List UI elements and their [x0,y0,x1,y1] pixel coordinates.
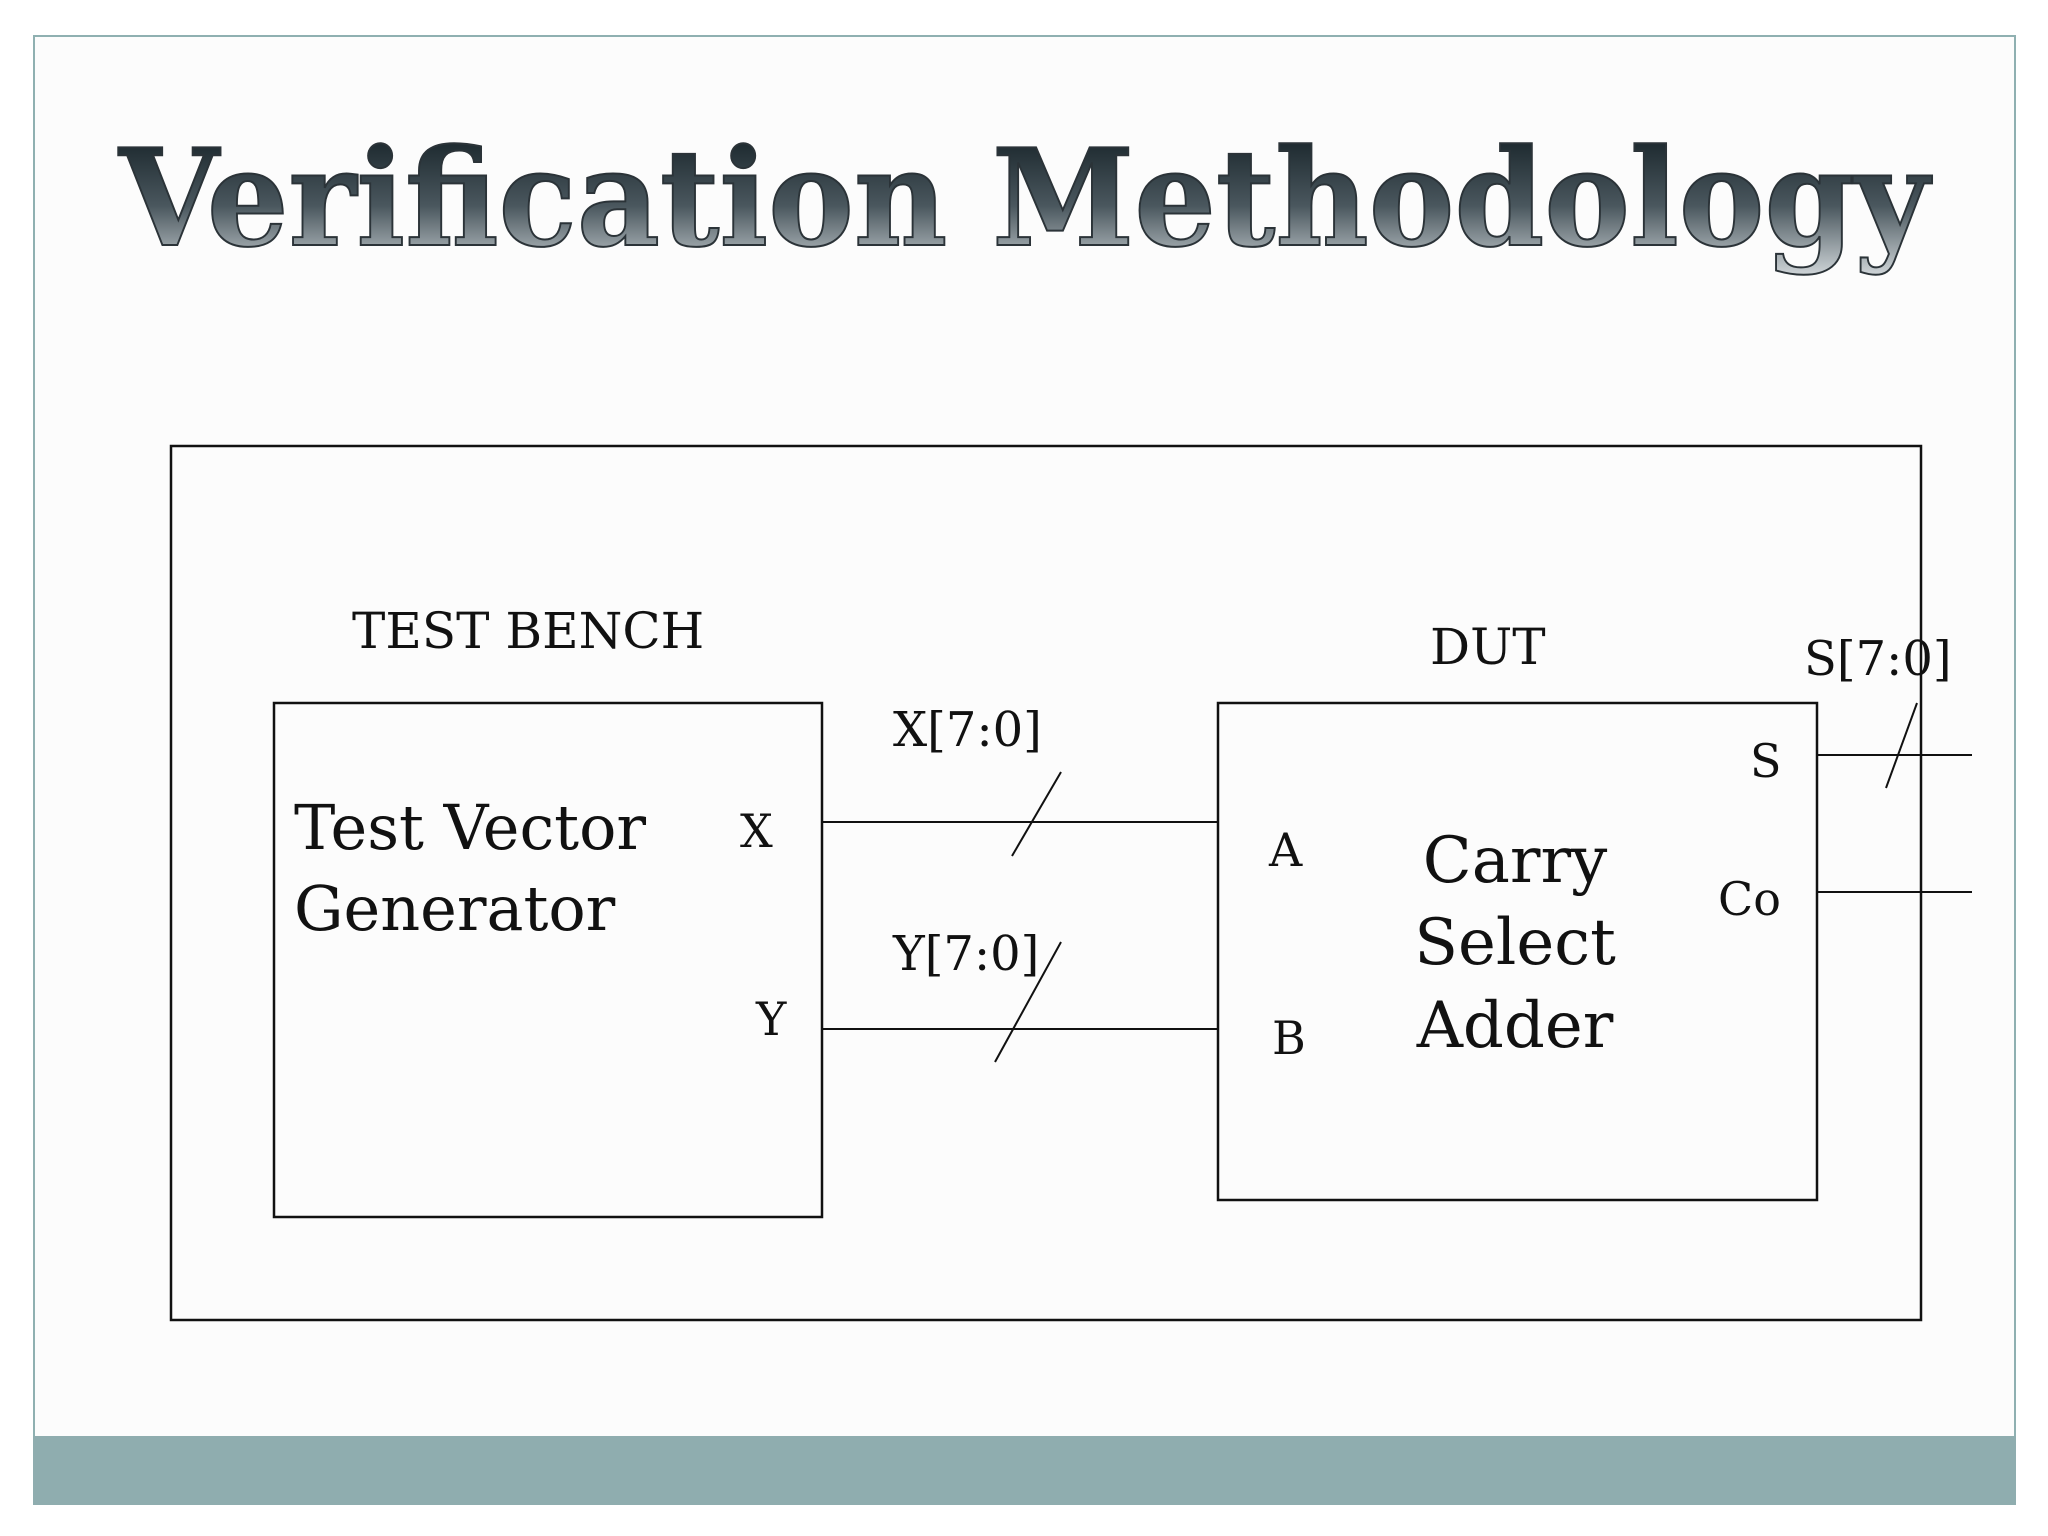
x-bus-slash [1011,771,1062,857]
dut-label: DUT [1430,618,1546,676]
adder-label-line1: Carry [1423,824,1607,898]
adder-port-a: A [1268,823,1303,877]
adder-label-line2: Select [1414,906,1616,980]
adder-label-line3: Adder [1416,989,1614,1063]
page-title: Verification Methodology [118,119,1933,277]
carry-select-adder-block [1216,701,1819,1202]
s-output-slash [1885,702,1918,789]
generator-port-x: X [740,804,773,858]
generator-label-line1: Test Vector [294,791,646,864]
s-bus-label: S[7:0] [1804,631,1952,687]
y-bus-label: Y[7:0] [892,926,1039,982]
title-graphic: Verification Methodology [117,118,1934,278]
test-vector-generator-block [272,701,824,1219]
y-bus-slash [994,941,1062,1063]
generator-port-y: Y [755,992,787,1046]
test-bench-label: TEST BENCH [352,602,704,660]
footer-bar [33,1436,2016,1505]
x-bus-label: X[7:0] [893,702,1042,758]
adder-port-co: Co [1718,872,1781,926]
adder-port-b: B [1272,1011,1306,1065]
generator-label-line2: Generator [294,872,616,945]
test-bench-boundary [169,444,1923,1322]
slide-frame [33,35,2016,1505]
adder-port-s: S [1750,734,1782,788]
